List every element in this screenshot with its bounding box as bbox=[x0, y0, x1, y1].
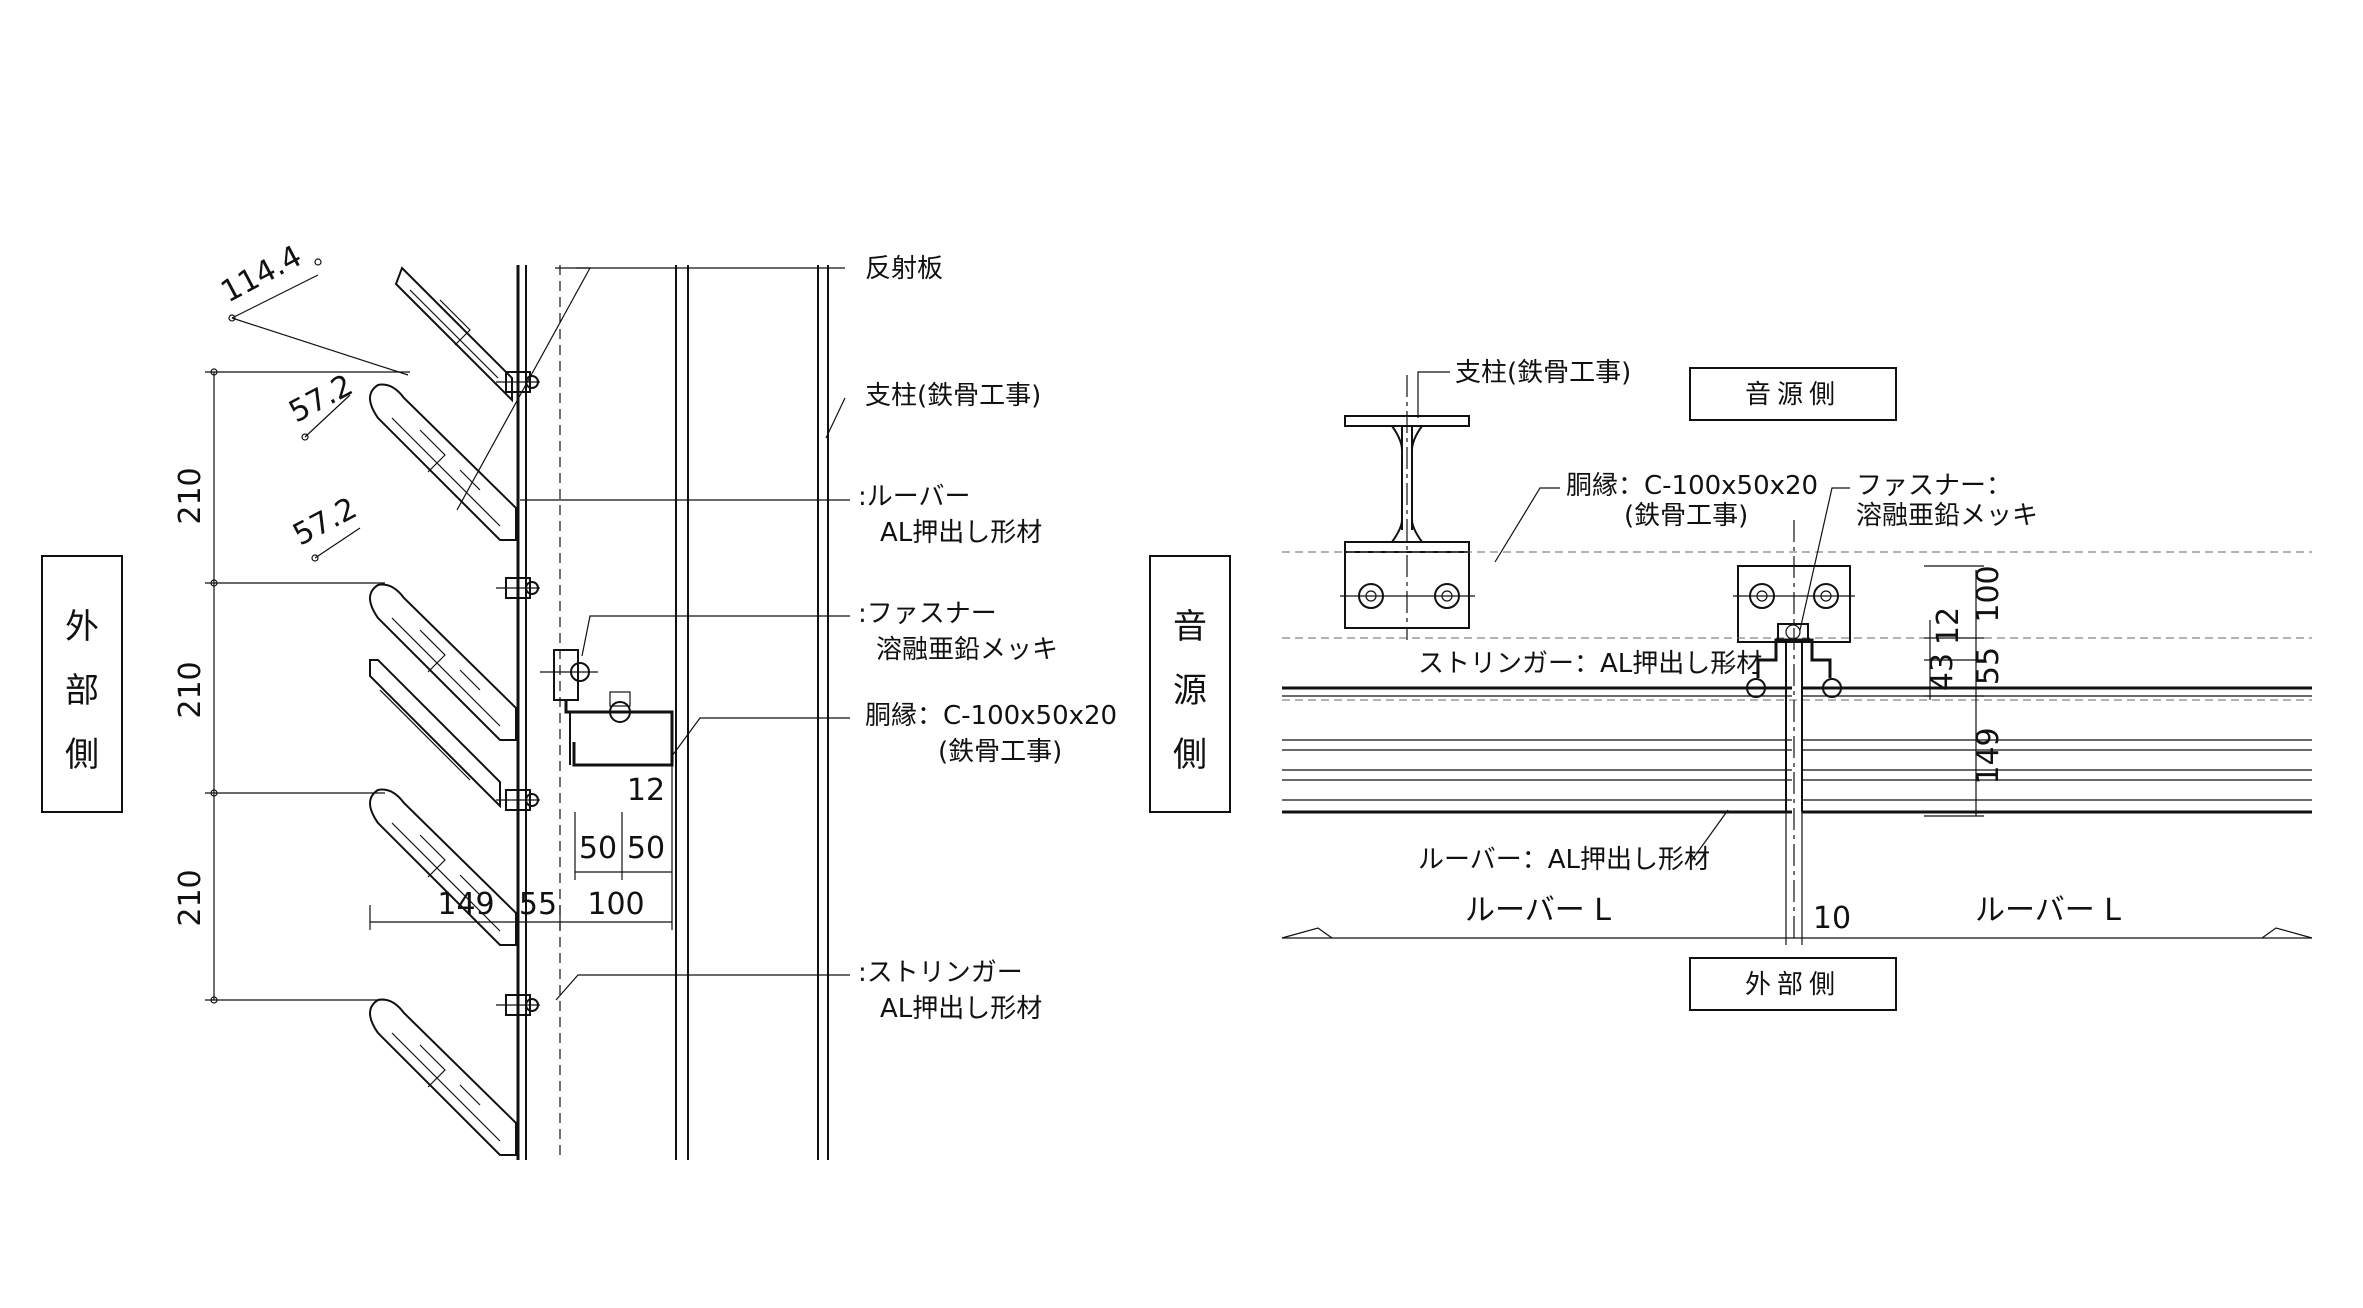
bolt bbox=[496, 577, 540, 599]
plan-label-louver-right: ルーバー L bbox=[1975, 893, 2121, 928]
label-girt-1: 胴縁：C-100x50x20 bbox=[865, 701, 1117, 731]
label-louver-2: AL押出し形材 bbox=[880, 518, 1042, 548]
dim-57-2-a: 57.2 bbox=[283, 368, 358, 430]
louver-band-left bbox=[1282, 686, 1792, 814]
plan-dim-12: 12 bbox=[1931, 607, 1966, 645]
label-louver-1: :ルーバー bbox=[858, 482, 971, 512]
plan-label-louver: ルーバー：AL押出し形材 bbox=[1418, 845, 1710, 875]
louver-blades bbox=[369, 266, 517, 1156]
dim-50-a: 50 bbox=[579, 831, 617, 866]
louver-blade bbox=[369, 788, 517, 946]
plan-dimensions bbox=[1281, 565, 2313, 945]
dim-210-a: 210 bbox=[173, 467, 208, 524]
plan-label-stringer: ストリンガー：AL押出し形材 bbox=[1418, 649, 1762, 679]
sound-side-label-box bbox=[1149, 555, 1231, 813]
outside-label-box bbox=[41, 555, 123, 813]
top-label-box bbox=[1689, 367, 1897, 421]
label-column: 支柱(鉄骨工事) bbox=[865, 381, 1041, 411]
label-stringer-2: AL押出し形材 bbox=[880, 994, 1042, 1024]
dim-149: 149 bbox=[437, 887, 494, 922]
louver-blade bbox=[394, 266, 513, 403]
plan-detail: 音 源 側 音源側 外部側 bbox=[1149, 358, 2313, 1011]
dim-210-c: 210 bbox=[173, 869, 208, 926]
louver-blade bbox=[369, 659, 501, 809]
stringer-joint bbox=[1746, 520, 1842, 940]
outside-label-char-3: 側 bbox=[65, 735, 99, 775]
bolt bbox=[496, 994, 540, 1016]
plan-dim-43: 43 bbox=[1925, 653, 1960, 691]
plan-label-louver-left: ルーバー L bbox=[1465, 893, 1611, 928]
bottom-label-text: 外部側 bbox=[1745, 970, 1841, 1000]
label-reflector: 反射板 bbox=[865, 254, 943, 284]
dim-12: 12 bbox=[627, 773, 665, 808]
plan-label-fastener-1: ファスナー： bbox=[1856, 471, 2012, 501]
stringer-bolts bbox=[496, 371, 540, 1016]
label-fastener-2: 溶融亜鉛メッキ bbox=[876, 635, 1058, 665]
sound-label-char-1: 音 bbox=[1173, 607, 1207, 647]
dim-210-b: 210 bbox=[173, 661, 208, 718]
fastener-assembly bbox=[540, 649, 674, 767]
sound-label-char-3: 側 bbox=[1173, 735, 1207, 775]
louver-blade bbox=[369, 998, 517, 1156]
plan-label-fastener-2: 溶融亜鉛メッキ bbox=[1856, 501, 2038, 531]
louver-band-right bbox=[1802, 686, 2312, 814]
plan-label-girt-1: 胴縁：C-100x50x20 bbox=[1566, 471, 1818, 501]
plan-label-girt-2: (鉄骨工事) bbox=[1624, 501, 1748, 531]
dim-57-2-b: 57.2 bbox=[287, 491, 362, 553]
plan-dim-100: 100 bbox=[1971, 565, 2006, 622]
section-leaders bbox=[456, 267, 850, 1001]
bottom-label-box bbox=[1689, 957, 1897, 1011]
outside-label-char-1: 外 bbox=[65, 607, 99, 647]
plan-dim-10: 10 bbox=[1813, 901, 1851, 936]
dim-100: 100 bbox=[587, 887, 644, 922]
louver-blade bbox=[369, 383, 517, 541]
dim-55: 55 bbox=[519, 887, 557, 922]
label-fastener-1: :ファスナー bbox=[858, 599, 997, 629]
dim-50-b: 50 bbox=[627, 831, 665, 866]
plan-leaders bbox=[1417, 371, 1850, 861]
section-dimensions bbox=[205, 258, 673, 1004]
plan-dim-149: 149 bbox=[1971, 727, 2006, 784]
section-detail: 外 部 側 bbox=[41, 239, 1117, 1160]
dim-114-4: 114.4 bbox=[215, 239, 307, 310]
bolt bbox=[496, 789, 540, 811]
sound-label-char-2: 源 bbox=[1173, 671, 1207, 711]
bolt bbox=[496, 371, 540, 393]
top-label-text: 音源側 bbox=[1745, 380, 1841, 410]
louver-blade bbox=[369, 583, 517, 741]
outside-label-char-2: 部 bbox=[65, 671, 99, 711]
plan-label-column: 支柱(鉄骨工事) bbox=[1455, 358, 1631, 388]
label-stringer-1: :ストリンガー bbox=[858, 958, 1023, 988]
plan-dim-55: 55 bbox=[1971, 647, 2006, 685]
label-girt-2: (鉄骨工事) bbox=[938, 737, 1062, 767]
